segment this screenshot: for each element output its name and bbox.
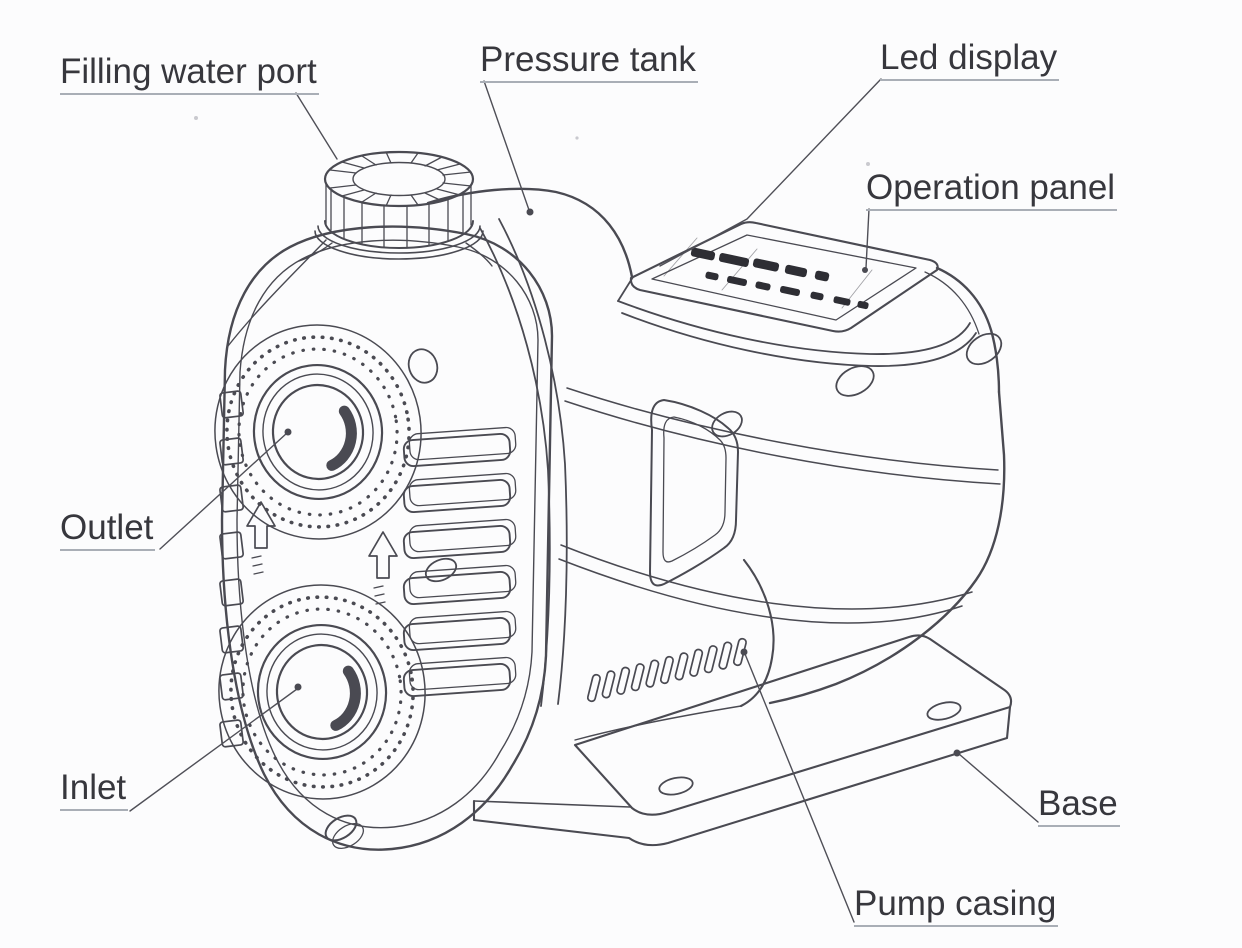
leader-lines (129, 78, 1039, 923)
motor-hole-mid (835, 365, 875, 397)
vent-slots (586, 637, 747, 703)
base-hole-right (926, 701, 962, 721)
face-hole-top (407, 348, 439, 384)
label-pressure-tank: Pressure tank (480, 40, 698, 84)
motor-hole-right (965, 332, 1003, 366)
leader-led-display (659, 78, 882, 267)
leader-base (958, 753, 1039, 823)
motor-housing (558, 266, 1006, 705)
pressure-tank-dome (426, 187, 634, 707)
right-rim-slots (402, 426, 517, 698)
base-plate (472, 634, 1013, 847)
inlet-port (218, 584, 426, 800)
motor-side-cover (649, 399, 739, 587)
scan-specks (194, 116, 870, 166)
label-base: Base (1038, 784, 1120, 828)
leader-pressure-tank (483, 80, 530, 211)
operation-panel (617, 221, 977, 367)
leader-inlet (129, 688, 298, 812)
base-hole-left (658, 776, 694, 796)
leader-outlet (159, 432, 288, 550)
drain-plug (324, 814, 365, 850)
outlet-port (214, 324, 422, 540)
leader-operation-panel (865, 208, 870, 269)
flow-arrow-up-2 (368, 531, 398, 605)
label-filling-water-port: Filling water port (60, 52, 319, 96)
label-led-display: Led display (880, 38, 1060, 82)
led-display-segments (690, 247, 869, 310)
pump-casing-body (574, 558, 775, 741)
motor-hole-left (711, 410, 743, 438)
label-inlet: Inlet (60, 768, 129, 812)
flow-arrow-up-1 (246, 501, 276, 575)
label-pump-casing: Pump casing (854, 884, 1059, 928)
filling-cap (314, 150, 484, 260)
leader-pump-casing (744, 653, 855, 923)
face-hole-mid (424, 557, 458, 583)
label-outlet: Outlet (60, 508, 156, 552)
leader-filling-water-port (295, 92, 338, 160)
label-operation-panel: Operation panel (866, 168, 1118, 212)
pump-head-front-face (219, 225, 554, 851)
